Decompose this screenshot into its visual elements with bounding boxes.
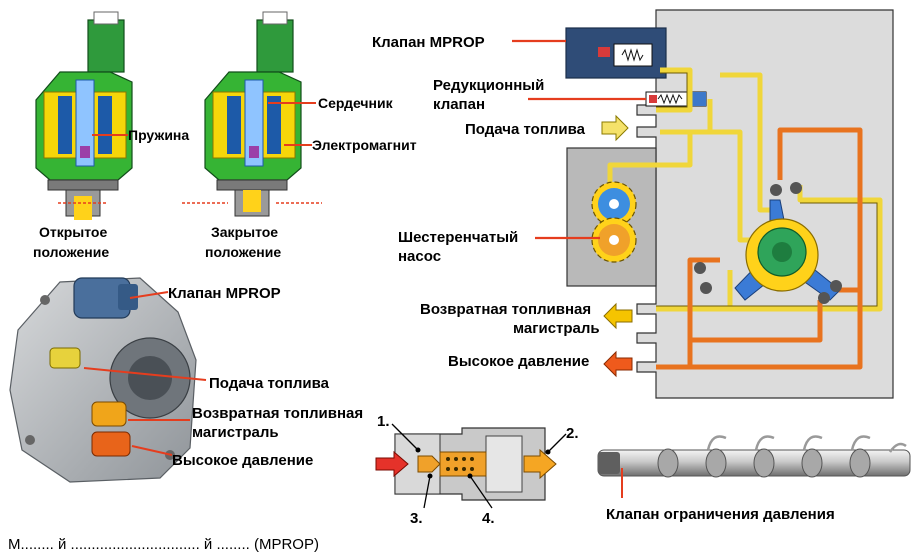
high-pressure-arrow — [603, 350, 633, 378]
label-mprop-valve-left: Клапан MPROP — [168, 285, 281, 302]
fuel-lines-outline — [656, 72, 878, 307]
callout-3: 3. — [410, 510, 423, 527]
pressure-limit-valve-section — [375, 423, 567, 509]
label-mprop-valve-top: Клапан MPROP — [372, 34, 485, 51]
inlet-arrow — [375, 450, 409, 478]
label-electromagnet: Электромагнит — [312, 137, 417, 153]
return-line-arrow — [603, 302, 633, 330]
label-return-line-right-2: магистраль — [513, 320, 600, 337]
label-return-line-left-2: магистраль — [192, 424, 279, 441]
label-spring: Пружина — [128, 127, 189, 143]
schematic-pointers — [512, 39, 646, 240]
solenoid-open — [35, 11, 133, 220]
callout-4: 4. — [482, 510, 495, 527]
high-pressure-fitting — [91, 431, 131, 457]
pump-body-pointers — [83, 291, 207, 456]
caption: М........ й ............................… — [8, 536, 319, 553]
return-fitting — [91, 401, 127, 427]
label-core: Сердечник — [318, 95, 394, 111]
gear-pump — [591, 181, 637, 263]
pump-schematic: Клапан MPROP Редукционный клапан Подача … — [372, 9, 894, 399]
label-reduction-valve-2: клапан — [433, 96, 485, 113]
label-closed-position-1: Закрытое — [211, 224, 278, 240]
central-pump — [694, 182, 842, 304]
label-return-line-right-1: Возвратная топливная — [420, 301, 591, 318]
label-gear-pump-2: насос — [398, 248, 441, 265]
label-open-position-2: положение — [33, 244, 109, 260]
label-closed-position-2: положение — [205, 244, 281, 260]
label-open-position-1: Открытое — [39, 224, 107, 240]
fuel-rail — [597, 435, 911, 478]
fuel-supply-fitting — [49, 347, 81, 369]
solenoid-pointers — [92, 102, 316, 146]
label-pressure-limit-valve: Клапан ограничения давления — [606, 506, 835, 523]
high-pressure-lines — [656, 127, 863, 370]
label-reduction-valve-1: Редукционный — [433, 77, 544, 94]
callout-1: 1. — [377, 413, 390, 430]
callout-2: 2. — [566, 425, 579, 442]
fuel-supply-arrow — [601, 114, 629, 142]
label-return-line-left-1: Возвратная топливная — [192, 405, 363, 422]
label-high-pressure-left: Высокое давление — [172, 452, 313, 469]
label-fuel-supply-top: Подача топлива — [465, 121, 586, 138]
outlet-arrow — [523, 448, 557, 480]
solenoid-closed — [182, 11, 322, 217]
pump-body — [9, 277, 197, 483]
label-fuel-supply-left: Подача топлива — [209, 375, 330, 392]
label-high-pressure-right: Высокое давление — [448, 353, 589, 370]
label-gear-pump-1: Шестеренчатый — [398, 229, 518, 246]
